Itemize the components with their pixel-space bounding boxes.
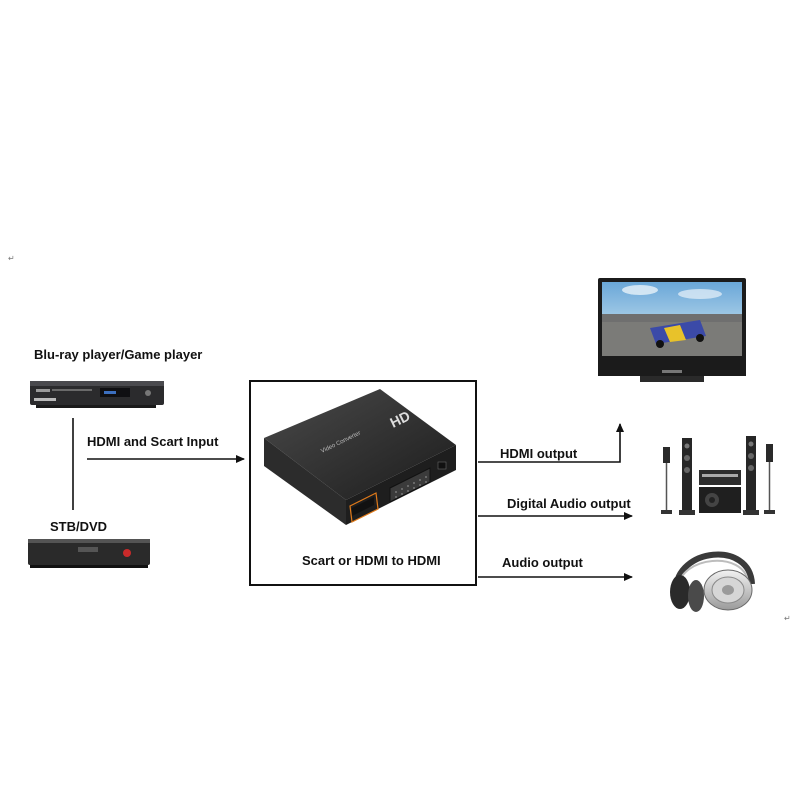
converter-device-icon: HD Video Converter bbox=[264, 389, 456, 525]
headphones-icon bbox=[670, 551, 755, 612]
hdmi-output-arrow bbox=[478, 423, 624, 463]
return-mark: ↵ bbox=[8, 254, 15, 263]
bluray-player-icon bbox=[30, 381, 164, 408]
input-label: HDMI and Scart Input bbox=[87, 434, 219, 449]
converter-frame bbox=[249, 380, 477, 586]
home-theater-speakers-icon bbox=[661, 436, 775, 515]
hdmi-output-label: HDMI output bbox=[500, 446, 578, 461]
stb-dvd-icon bbox=[28, 539, 150, 568]
tv-icon bbox=[598, 278, 746, 382]
audio-output-label: Audio output bbox=[502, 555, 583, 570]
converter-label: Scart or HDMI to HDMI bbox=[302, 553, 441, 568]
bluray-label: Blu-ray player/Game player bbox=[34, 347, 203, 362]
return-mark: ↵ bbox=[784, 614, 791, 623]
stb-label: STB/DVD bbox=[50, 519, 108, 534]
svg-text:HD: HD bbox=[387, 407, 412, 430]
digital-audio-output-label: Digital Audio output bbox=[507, 496, 631, 511]
